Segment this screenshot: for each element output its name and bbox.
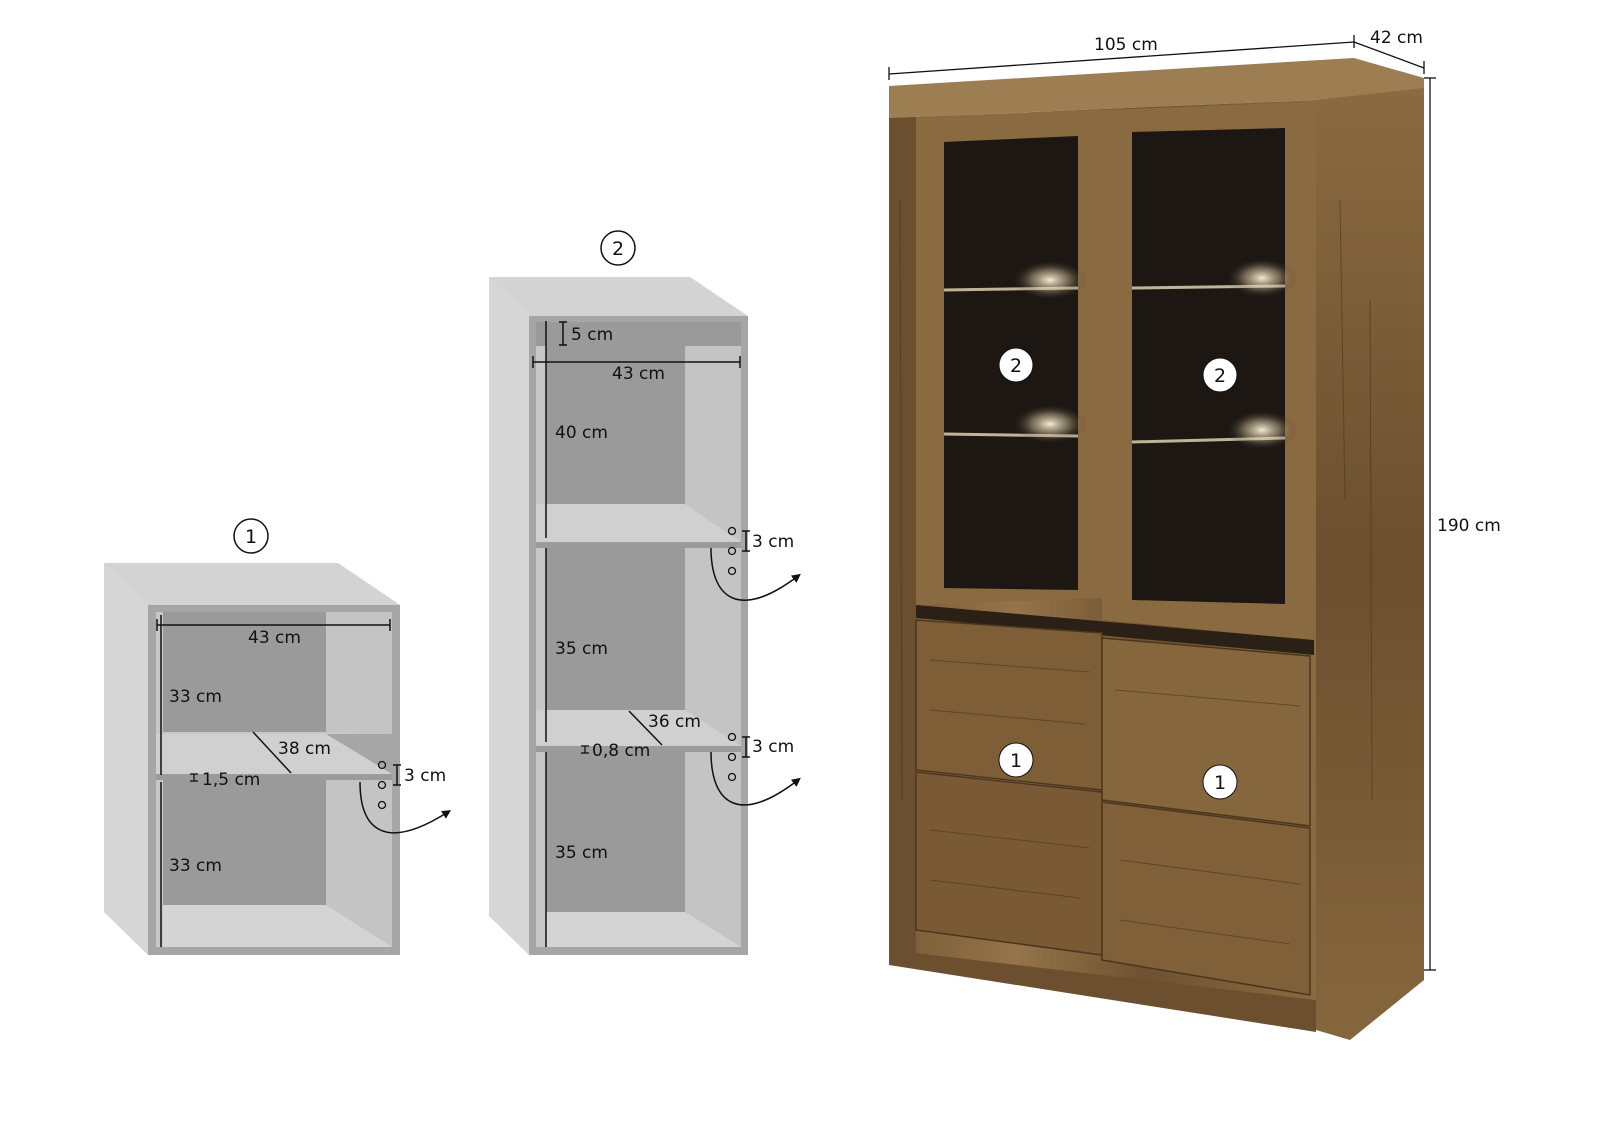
module-1-shelf-depth-label: 38 cm: [278, 739, 331, 759]
module-2-hole-spacing-upper-label: 3 cm: [752, 532, 794, 552]
adjust-arrow-icon: [359, 781, 452, 834]
drawer-right: [1101, 637, 1311, 827]
glass-door-left-marker-number: 2: [1010, 355, 1022, 377]
shelf-hole-icon: [727, 772, 737, 782]
module-2-top-height-label: 40 cm: [555, 423, 608, 443]
module-2-top-gap-label: 5 cm: [571, 325, 613, 345]
module-2-shelf-thickness-label: 0,8 cm: [592, 741, 650, 761]
shelf-hole-icon: [727, 526, 737, 536]
drawer-right-marker-number: 1: [1214, 772, 1226, 794]
module-1-shelf-thickness-label: 1,5 cm: [202, 770, 260, 790]
width-dimension-line: [888, 41, 1355, 75]
cabinet-height-label: 190 cm: [1437, 516, 1501, 536]
drawer-left-marker: [998, 742, 1034, 778]
module-2-width-label: 43 cm: [612, 364, 665, 384]
module-1-side-face: [104, 563, 148, 955]
shelf-hole-icon: [727, 732, 737, 742]
adjust-arrow-icon: [710, 751, 801, 806]
module-2-diagram: 5 cm 43 cm 40 cm 3 cm 35 cm 36 cm 0,8 cm…: [489, 230, 801, 955]
module-2-back-panel-bottom: [546, 752, 685, 912]
module-2-bottom-height-label: 35 cm: [555, 843, 608, 863]
module-2-side-face: [489, 277, 529, 955]
module-1-diagram: 43 cm 33 cm 38 cm 1,5 cm 3 cm 33 cm 1: [104, 518, 452, 955]
module-1-lower-height-label: 33 cm: [169, 856, 222, 876]
module-2-callout: [600, 230, 636, 266]
cabinet-depth-label: 42 cm: [1370, 28, 1423, 48]
cabinet-width-label: 105 cm: [1094, 35, 1158, 55]
shelf-hole-icon: [377, 780, 387, 790]
module-1-top-face: [104, 563, 400, 605]
module-1-callout-number: 1: [245, 526, 257, 548]
led-light: [1226, 258, 1298, 298]
module-1-upper-height-label: 33 cm: [169, 687, 222, 707]
module-1-back-panel-upper: [163, 612, 326, 732]
module-2-middle-height-label: 35 cm: [555, 639, 608, 659]
module-1-callout: [233, 518, 269, 554]
shelf-hole-icon: [727, 566, 737, 576]
module-1-back-panel-lower: [163, 780, 326, 905]
glass-door-right-marker-number: 2: [1214, 365, 1226, 387]
module-1-hole-spacing-label: 3 cm: [404, 766, 446, 786]
module-2-shelf-upper: [536, 504, 741, 542]
lower-door-right: [1101, 801, 1311, 996]
led-light: [1012, 260, 1088, 300]
module-2-shelf-depth-label: 36 cm: [648, 712, 701, 732]
cabinet-photo: 2 2 1 1 105 cm 42 cm 190 cm: [888, 28, 1501, 1040]
led-light: [1012, 404, 1088, 444]
module-2-top-face: [489, 277, 748, 316]
glass-door-right-marker: [1202, 357, 1238, 393]
module-2-shelf-lower: [536, 710, 741, 746]
module-1-width-label: 43 cm: [248, 628, 301, 648]
shelf-hole-icon: [727, 546, 737, 556]
cabinet-side-panel: [1316, 88, 1424, 1040]
led-light: [1226, 410, 1298, 450]
shelf-hole-icon: [377, 800, 387, 810]
lower-door-left: [915, 771, 1103, 956]
cabinet-top: [889, 58, 1424, 118]
drawer-left-marker-number: 1: [1010, 750, 1022, 772]
module-2-hole-spacing-lower-label: 3 cm: [752, 737, 794, 757]
cabinet-plinth: [889, 950, 1316, 1032]
module-2-callout-number: 2: [612, 238, 624, 260]
module-2-back-panel-middle: [546, 548, 685, 710]
depth-dimension-line: [1353, 41, 1425, 69]
glass-door-left-marker: [998, 347, 1034, 383]
module-2-back-panel-top: [546, 346, 685, 504]
adjust-arrow-icon: [710, 547, 801, 601]
shelf-hole-icon: [727, 752, 737, 762]
shelf-hole-icon: [377, 760, 387, 770]
drawer-right-marker: [1202, 764, 1238, 800]
